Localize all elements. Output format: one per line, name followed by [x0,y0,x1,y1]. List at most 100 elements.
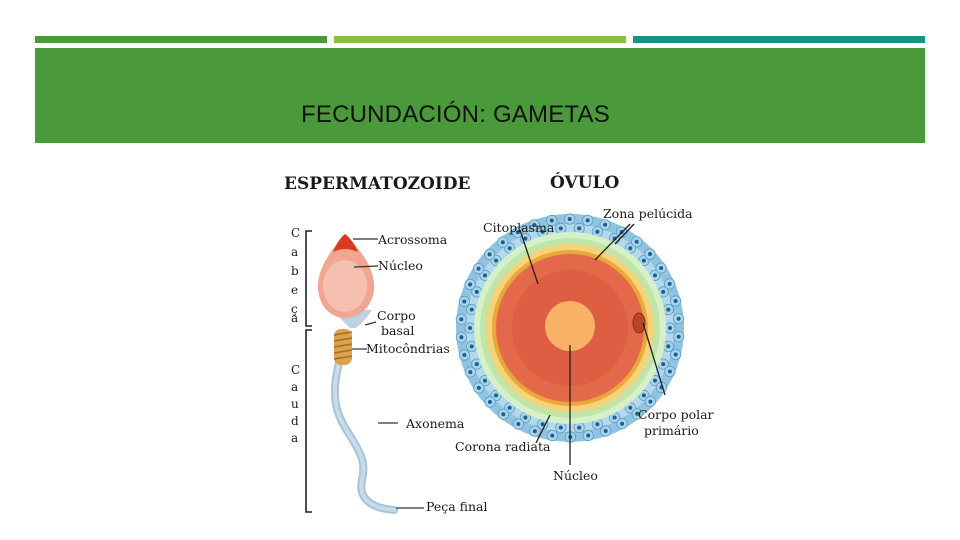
slide-title: FECUNDACIÓN: GAMETAS [301,101,610,128]
corona-cell-nucleus [577,425,582,430]
cabeca-letter: a [291,245,298,259]
accent-bar-teal [633,36,925,43]
corona-cell-nucleus [494,258,499,263]
corona-cell-nucleus [648,399,653,404]
label-corpo-basal: basal [381,323,414,338]
corona-cell-nucleus [500,240,505,245]
corona-cell-nucleus [558,226,563,231]
corona-cell-nucleus [659,266,664,271]
corona-cell-nucleus [586,433,591,438]
corona-cell-nucleus [648,252,652,256]
corona-cell-nucleus [628,405,633,410]
corona-cell-nucleus [476,385,481,390]
corona-cell-nucleus [469,344,474,349]
title-band [35,48,925,143]
corona-cell-nucleus [567,217,572,221]
corona-cell-nucleus [532,429,537,434]
corona-cell-nucleus [507,405,512,410]
corona-cell-nucleus [558,425,563,430]
corona-cell-nucleus [459,335,464,340]
corona-cell-nucleus [667,369,672,374]
gametes-diagram: ESPERMATOZOIDE ÓVULO C a b e ç a C a u d… [270,160,740,525]
cauda-letter: d [291,414,299,428]
corona-cell-nucleus [612,415,617,420]
cabeca-letter: C [291,226,300,240]
corona-cell-nucleus [468,326,472,330]
label-acrossoma: Acrossoma [377,232,448,247]
corona-cell-nucleus [628,246,633,251]
cauda-letter: u [291,397,299,411]
accent-bar-green [35,36,327,43]
ovum-illustration [455,213,685,465]
corona-cell-nucleus [653,273,657,278]
label-axonema: Axonema [405,416,465,431]
corona-cell-nucleus [673,299,678,303]
sperm-heading: ESPERMATOZOIDE [284,174,471,194]
label-corpo-polar: Corpo polar [638,407,714,422]
corona-cell-nucleus [483,378,487,383]
corona-cell-nucleus [634,239,639,244]
label-corona-radiata: Corona radiata [455,439,551,454]
corona-cell-nucleus [549,218,554,223]
label-corpo-basal: Corpo [377,308,416,323]
corona-cell-nucleus [532,223,537,227]
corona-cell-nucleus [476,266,481,271]
cabeca-letter: a [291,311,298,325]
cauda-letter: C [291,363,300,377]
label-citoplasma: Citoplasma [483,220,555,235]
corona-cell-nucleus [487,252,492,257]
corona-cell-nucleus [620,421,625,426]
corona-cell-nucleus [462,353,467,357]
corona-cell-nucleus [469,307,474,312]
corona-cell-nucleus [668,326,672,330]
corona-cell-nucleus [585,218,590,223]
cauda-letter: a [291,380,298,394]
corona-cell-nucleus [666,344,671,349]
corona-cell-nucleus [494,393,499,398]
corona-cell-nucleus [676,316,681,321]
corona-cell-nucleus [462,299,467,304]
corona-cell-nucleus [540,229,545,234]
corona-cell-nucleus [516,422,521,426]
corona-cell-nucleus [577,226,582,231]
corona-cell-nucleus [468,282,473,287]
label-zona-pelucida: Zona pelúcida [603,206,693,221]
corona-cell-nucleus [635,411,640,416]
corona-cell-nucleus [603,429,608,433]
corona-cell-nucleus [673,352,678,357]
corona-cell-nucleus [507,246,512,251]
corona-cell-nucleus [595,422,600,427]
corona-cell-nucleus [483,273,487,278]
accent-bar-lime [334,36,626,43]
label-peca-final: Peça final [426,499,488,514]
corona-cell-nucleus [515,230,520,235]
corona-cell-nucleus [603,222,608,227]
corona-cell-nucleus [459,317,464,322]
corona-cell-nucleus [540,422,545,427]
ovum-heading: ÓVULO [550,172,619,193]
corona-cell-nucleus [661,362,666,367]
corona-cell-nucleus [474,289,479,294]
corona-cell-nucleus [676,334,681,339]
corona-cell-nucleus [488,400,492,404]
corona-cell-nucleus [595,229,600,234]
label-corpo-polar: primário [644,423,699,438]
corona-cell-nucleus [550,433,555,438]
corona-cell-nucleus [523,236,528,241]
cabeca-letter: ç [291,302,298,316]
corona-cell-nucleus [641,393,646,398]
label-sperm-nucleo: Núcleo [378,258,423,273]
label-mitocondrias: Mitocôndrias [366,341,450,356]
label-ovum-nucleo: Núcleo [553,468,598,483]
cabeca-letter: b [291,264,299,278]
cabeca-letter: e [291,283,298,297]
corona-cell-nucleus [666,307,671,312]
corona-cell-nucleus [468,370,473,375]
corona-cell-nucleus [653,378,657,383]
corona-cell-nucleus [523,415,528,420]
cauda-letter: a [291,431,298,445]
corona-cell-nucleus [661,289,666,294]
corona-cell-nucleus [474,362,479,367]
sperm-illustration [305,230,424,514]
corona-cell-nucleus [501,412,506,417]
